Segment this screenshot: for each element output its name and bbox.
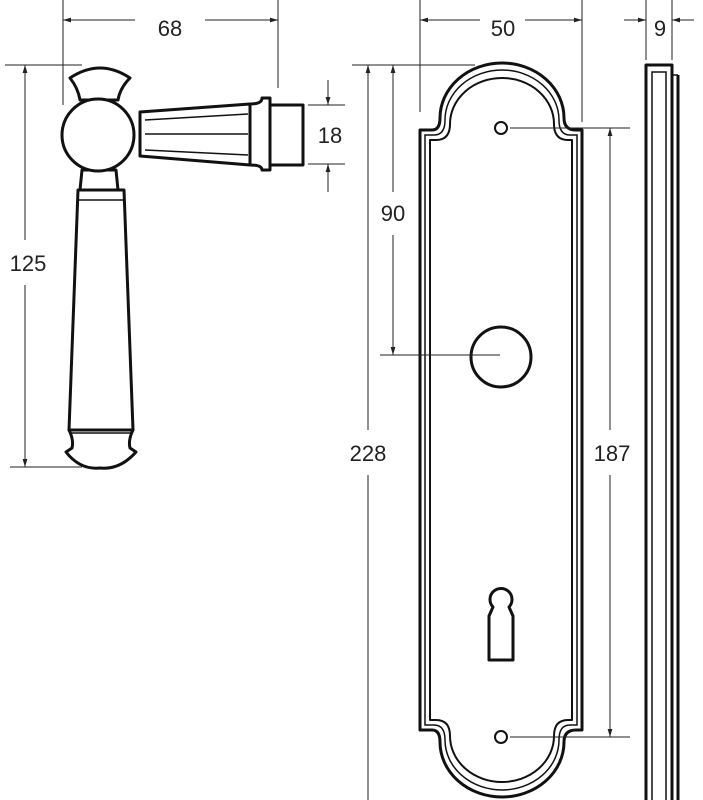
backplate-side [644, 63, 680, 800]
dim-label-187: 187 [594, 441, 631, 466]
lever-handle [60, 66, 305, 470]
dimension-lines [5, 0, 694, 800]
dim-label-18: 18 [318, 123, 342, 148]
dim-label-9: 9 [654, 16, 666, 41]
dim-label-68: 68 [158, 16, 182, 41]
backplate-front [418, 61, 584, 799]
dim-label-125: 125 [10, 251, 47, 276]
dim-label-50: 50 [491, 16, 515, 41]
spindle-hole [469, 325, 533, 389]
top-screw-hole [494, 121, 508, 135]
keyhole [487, 587, 515, 662]
dim-label-228: 228 [350, 441, 387, 466]
dim-label-90: 90 [381, 201, 405, 226]
bottom-screw-hole [494, 730, 508, 744]
